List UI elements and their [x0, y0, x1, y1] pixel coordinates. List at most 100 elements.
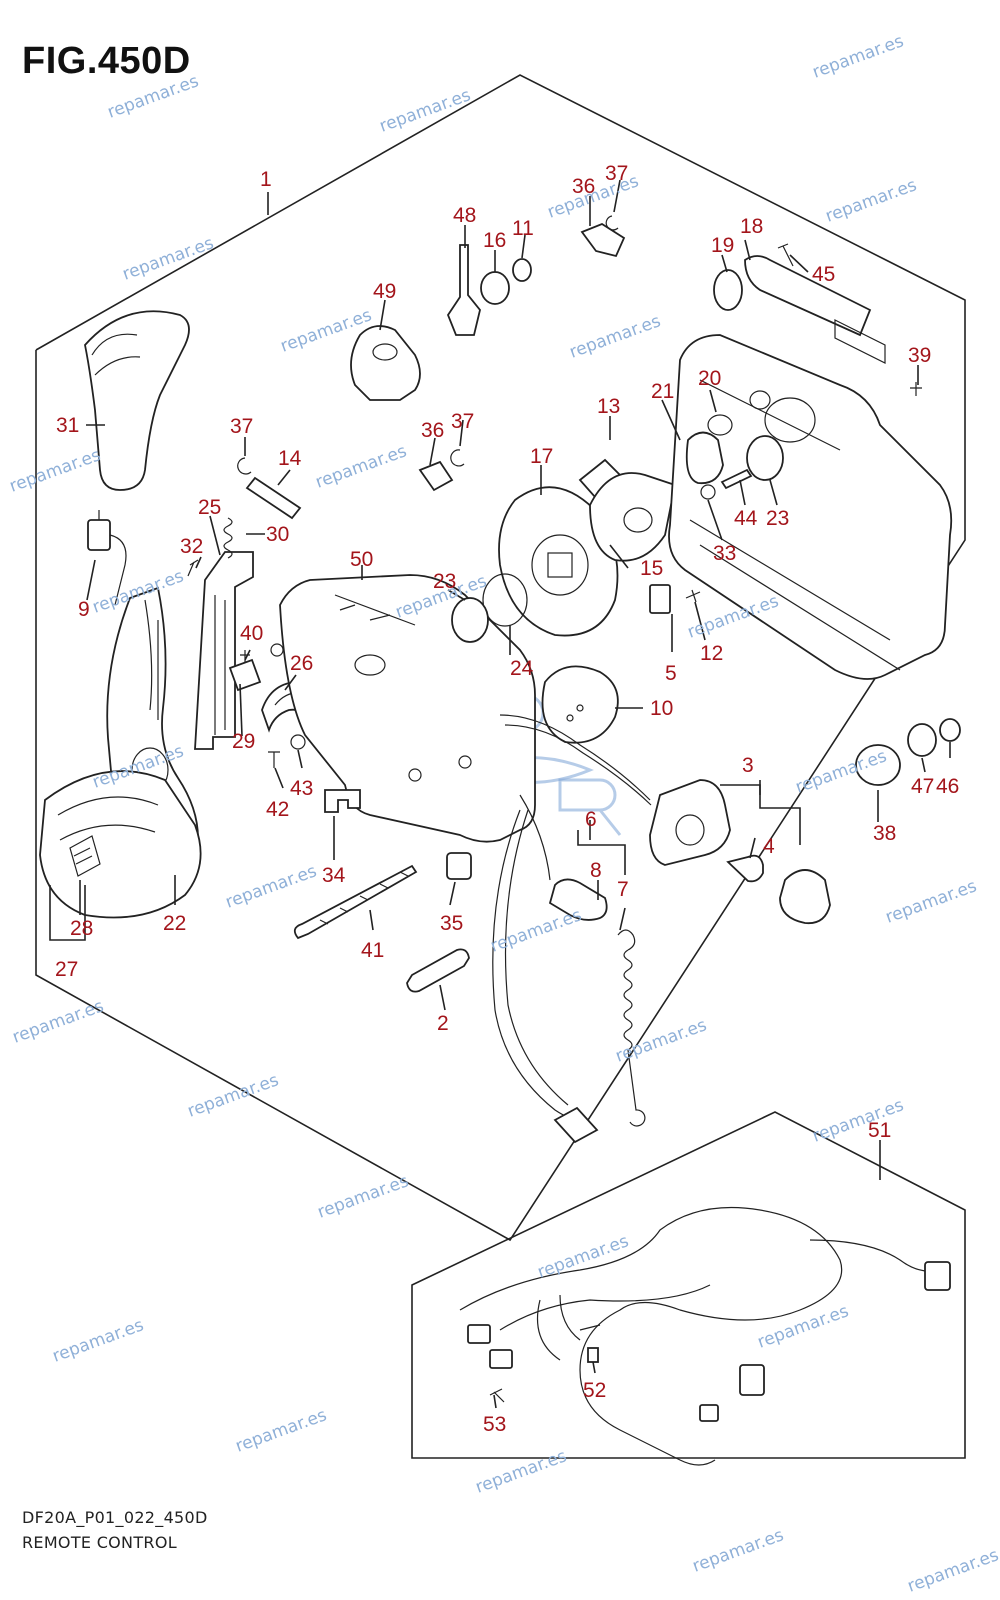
callout-25: 25: [198, 496, 221, 519]
callout-37-upper: 37: [605, 162, 628, 185]
callout-52: 52: [583, 1379, 606, 1402]
watermark: repamar.es: [315, 1171, 412, 1222]
callout-3: 3: [742, 754, 754, 777]
watermark: repamar.es: [105, 71, 202, 122]
part-11-washer: [512, 258, 532, 282]
watermark: repamar.es: [313, 441, 410, 492]
part-7-lanyard-clip: [617, 929, 636, 951]
part-6-lanyard-cord: [623, 949, 646, 1127]
callout-31: 31: [56, 414, 79, 437]
part-24-spacer-ring: [482, 573, 528, 627]
part-19-seal: [713, 269, 743, 311]
watermark: repamar.es: [120, 233, 217, 284]
part-14-pin: [245, 476, 302, 520]
watermark: repamar.es: [223, 861, 320, 912]
callout-51: 51: [868, 1119, 891, 1142]
watermark: repamar.es: [613, 1015, 710, 1066]
callout-47: 47: [911, 775, 934, 798]
watermark: repamar.es: [185, 1070, 282, 1121]
callout-53: 53: [483, 1413, 506, 1436]
watermark: repamar.es: [473, 1446, 570, 1497]
part-46-nut: [939, 718, 961, 742]
part-53-screw: [489, 1388, 505, 1403]
leader-lines: [49, 179, 951, 1409]
callout-19: 19: [711, 234, 734, 257]
part-42-screw: [268, 751, 280, 768]
part-47-washer: [907, 723, 937, 757]
part-36-cable-end-lower: [418, 460, 454, 492]
harness-connector: [553, 1106, 599, 1144]
callout-1: 1: [260, 168, 272, 191]
part-4-key-cap: [779, 869, 831, 925]
callout-14: 14: [278, 447, 302, 470]
callout-10: 10: [650, 697, 673, 720]
part-37-circlip-left: [237, 457, 252, 475]
watermark: repamar.es: [488, 905, 585, 956]
callout-6: 6: [585, 808, 597, 831]
callout-34: 34: [322, 864, 346, 887]
callout-18: 18: [740, 215, 763, 238]
callout-41: 41: [361, 939, 384, 962]
callout-15: 15: [640, 557, 663, 580]
figure-code: DF20A_P01_022_450D: [22, 1508, 208, 1527]
callout-24: 24: [510, 657, 534, 680]
callout-38: 38: [873, 822, 896, 845]
part-18-cover-plate: [744, 255, 872, 337]
callout-36-upper: 36: [572, 175, 595, 198]
part-5-warning-switch: [649, 584, 671, 614]
harness-outline: [411, 1111, 966, 1459]
callout-9: 9: [78, 598, 90, 621]
watermark: repamar.es: [810, 1095, 907, 1146]
callout-22: 22: [163, 912, 186, 935]
part-18-side-cover: [668, 334, 953, 680]
callout-40: 40: [240, 622, 263, 645]
part-23-bushing-left: [451, 597, 489, 643]
part-49-friction-bracket: [350, 325, 421, 401]
part-36-cable-end-upper: [580, 222, 626, 258]
watermark: repamar.es: [690, 1525, 787, 1576]
part-35-rubber-block: [446, 852, 472, 880]
assembly-outline: [35, 74, 966, 1242]
part-34-cable-clip: [324, 789, 361, 813]
part-45-screw: [777, 243, 794, 267]
callout-23-right: 23: [766, 507, 789, 530]
callout-16: 16: [483, 229, 506, 252]
callout-44: 44: [734, 507, 758, 530]
part-9-neutral-switch: [87, 519, 111, 551]
figure-title: FIG.450D: [22, 40, 191, 82]
callout-33: 33: [713, 542, 736, 565]
callout-43: 43: [290, 777, 313, 800]
part-31-handle-grip: [84, 310, 190, 491]
part-51-wiring-harness: [459, 1206, 843, 1466]
part-39-screw: [910, 382, 922, 396]
part-21-trim-bracket: [685, 431, 724, 485]
part-43-washer: [290, 734, 306, 750]
watermark: repamar.es: [50, 1315, 147, 1366]
callout-36-lower: 36: [421, 419, 444, 442]
watermark: repamar.es: [567, 311, 664, 362]
callout-numbers: 1 2 3 4 5 6 7 8 9 10 11 12 13 14 15 16 1…: [55, 162, 959, 1436]
callout-4: 4: [763, 835, 775, 858]
part-38-knob-cap: [855, 744, 901, 786]
callout-13: 13: [597, 395, 620, 418]
callout-8: 8: [590, 859, 602, 882]
callout-42: 42: [266, 798, 289, 821]
callout-26: 26: [290, 652, 313, 675]
part-30-spring: [223, 517, 233, 559]
callout-30: 30: [266, 523, 289, 546]
part-20-o-ring: [707, 414, 733, 436]
part-16-bushing: [480, 271, 510, 305]
part-32-screw: [187, 559, 199, 577]
callout-20: 20: [698, 367, 721, 390]
callout-21: 21: [651, 380, 674, 403]
callout-5: 5: [665, 662, 677, 685]
callout-2: 2: [437, 1012, 449, 1035]
part-37-circlip-middle: [450, 449, 465, 467]
watermark: repamar.es: [7, 445, 104, 496]
callout-35: 35: [440, 912, 463, 935]
callout-37-left: 37: [230, 415, 253, 438]
watermark: repamar.es: [535, 1231, 632, 1282]
watermark: repamar.es: [233, 1405, 330, 1456]
callout-23-left: 23: [433, 570, 456, 593]
